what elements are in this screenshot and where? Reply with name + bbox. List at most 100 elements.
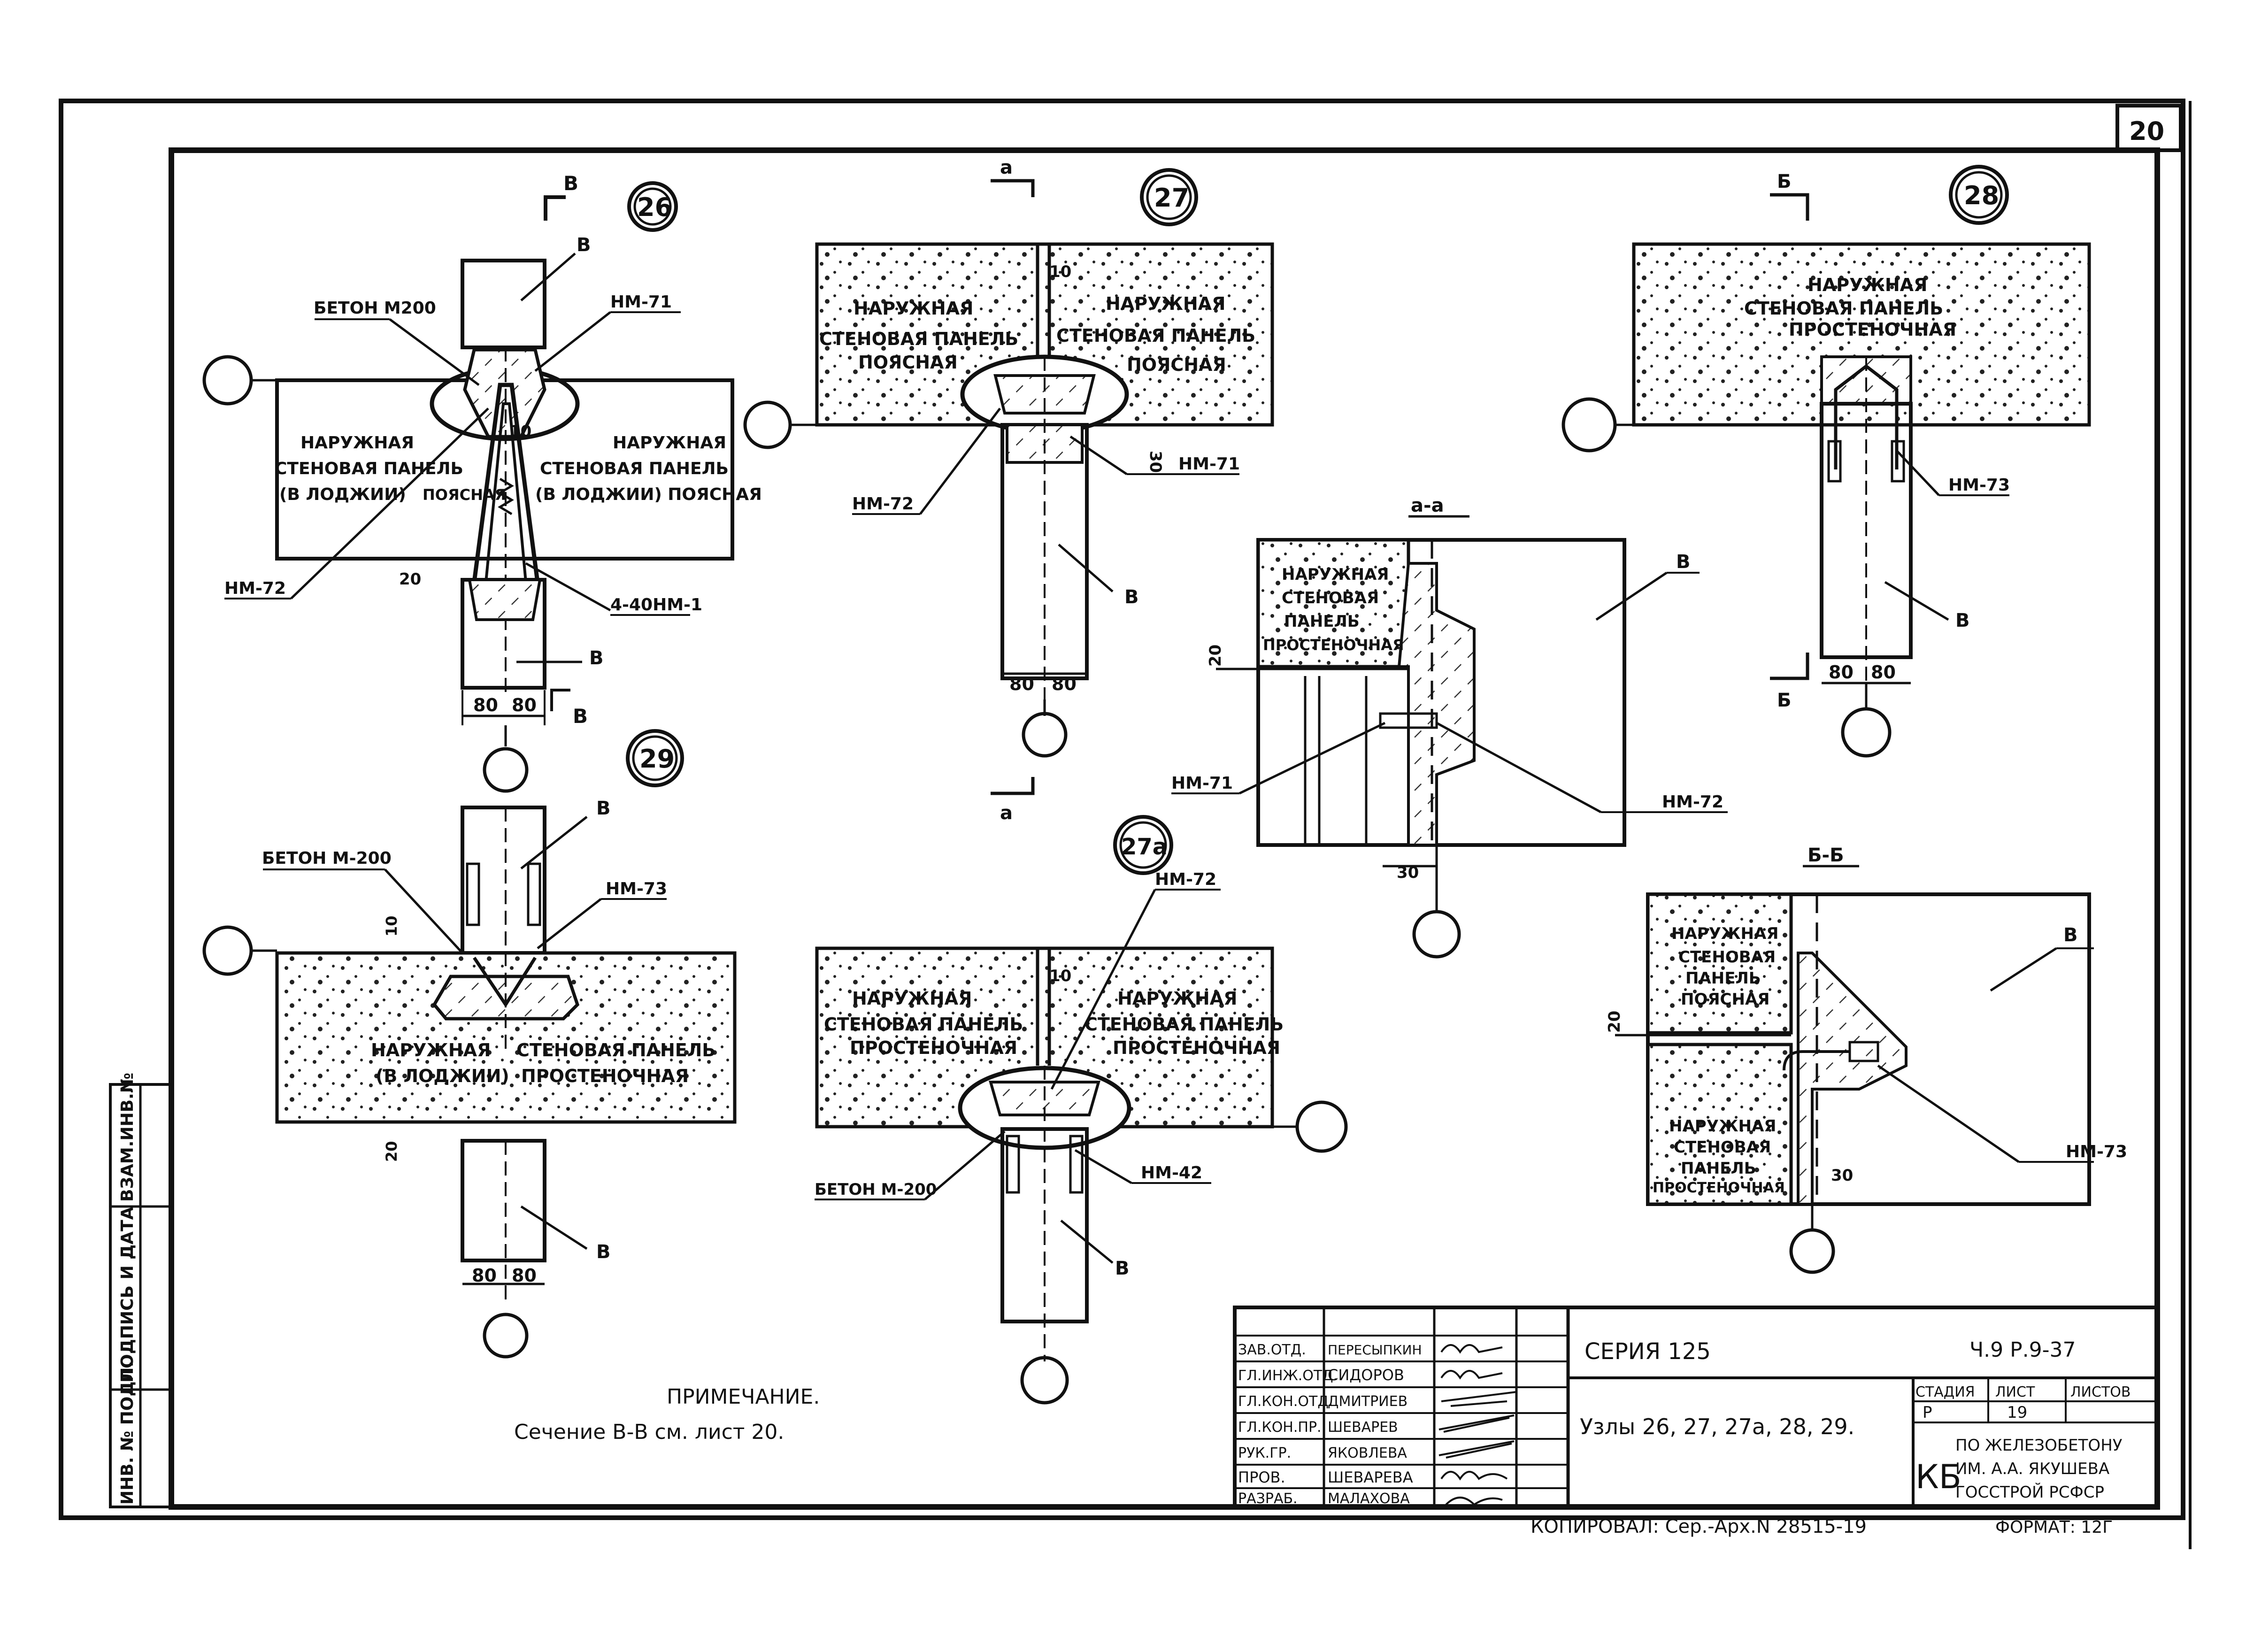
node-29-label-beton: БЕТОН М-200 bbox=[262, 849, 392, 868]
node-27-left-panel-2: СТЕНОВАЯ ПАНЕЛЬ bbox=[819, 329, 1018, 349]
node-27-section-mark-bottom: а bbox=[1000, 802, 1013, 824]
section-aa-panel-2: СТЕНОВАЯ bbox=[1282, 589, 1379, 607]
node-28-dim-80b: 80 bbox=[1871, 662, 1896, 683]
node-29-label-v1: В bbox=[596, 798, 611, 819]
role-5: РУК.ГР. bbox=[1238, 1445, 1291, 1461]
part: Ч.9 Р.9-37 bbox=[1969, 1338, 2076, 1362]
series: СЕРИЯ 125 bbox=[1585, 1338, 1711, 1365]
section-bb-title: Б-Б bbox=[1808, 845, 1844, 866]
node-29-label-nm73: НМ-73 bbox=[606, 879, 667, 899]
node-29-panel-2: СТЕНОВАЯ ПАНЕЛЬ bbox=[516, 1040, 715, 1060]
node-26-label-v1: В bbox=[577, 234, 591, 256]
side-stamp-inv: ИНВ. № ПОДЛ. bbox=[118, 1361, 137, 1505]
node-27-dim-80b: 80 bbox=[1052, 674, 1077, 694]
node-26-id: 26 bbox=[637, 192, 672, 222]
node-28-panel-1: НАРУЖНАЯ bbox=[1808, 275, 1927, 295]
node-26-label-v2: В bbox=[589, 647, 604, 669]
section-aa-title: а-а bbox=[1411, 495, 1444, 516]
node-27-right-panel-1: НАРУЖНАЯ bbox=[1106, 293, 1225, 314]
section-bb-panel-top-4: ПОЯСНАЯ bbox=[1681, 990, 1769, 1009]
node-26-right-panel-2: СТЕНОВАЯ ПАНЕЛЬ bbox=[540, 459, 729, 478]
side-stamp-replace: ВЗАМ.ИНВ.№ bbox=[118, 1073, 137, 1202]
node-27-right-panel-2: СТЕНОВАЯ ПАНЕЛЬ bbox=[1056, 325, 1255, 346]
node-26-section-mark-bottom: В bbox=[573, 705, 588, 728]
node-26-right-panel-3: (В ЛОДЖИИ) ПОЯСНАЯ bbox=[535, 485, 762, 504]
content: Узлы 26, 27, 27а, 28, 29. bbox=[1580, 1414, 1854, 1439]
role-6: ПРОВ. bbox=[1238, 1468, 1285, 1486]
node-26-dim-80b: 80 bbox=[512, 695, 537, 715]
node-29-panel-3: (В ЛОДЖИИ) bbox=[376, 1066, 509, 1086]
role-2: ГЛ.ИНЖ.ОТД. bbox=[1238, 1368, 1338, 1384]
section-bb-panel-top-1: НАРУЖНАЯ bbox=[1671, 924, 1778, 943]
node-27-label-nm71: НМ-71 bbox=[1178, 454, 1240, 474]
node-26-dim-20: 20 bbox=[399, 570, 421, 589]
node-26-right-panel-1: НАРУЖНАЯ bbox=[613, 433, 726, 453]
side-stamp-sign: ПОДПИСЬ И ДАТА bbox=[118, 1206, 137, 1383]
name-1: ПЕРЕСЫПКИН bbox=[1328, 1342, 1422, 1358]
role-3: ГЛ.КОН.ОТД. bbox=[1238, 1393, 1333, 1410]
section-bb-panel-top-2: СТЕНОВАЯ bbox=[1678, 948, 1776, 967]
node-28-dim-80a: 80 bbox=[1829, 662, 1854, 683]
node-27a-axis-right bbox=[1295, 1100, 1348, 1153]
section-bb-label-v: В bbox=[2063, 924, 2078, 946]
org-line-3: ГОССТРОЙ РСФСР bbox=[1955, 1483, 2104, 1502]
inner-frame bbox=[169, 147, 2160, 1510]
node-26-marker bbox=[627, 181, 678, 232]
node-27-marker bbox=[1140, 168, 1198, 226]
section-aa-panel-3: ПАНЕЛЬ bbox=[1284, 612, 1360, 631]
signatures bbox=[1438, 1344, 1517, 1506]
copied-stamp: КОПИРОВАЛ: Сер.-Арх.N 28515-19 bbox=[1531, 1516, 1867, 1537]
node-26: 26 В 80 80 10 20 В В В bbox=[202, 172, 762, 793]
role-1: ЗАВ.ОТД. bbox=[1238, 1342, 1306, 1358]
section-aa-label-nm71: НМ-71 bbox=[1171, 774, 1233, 793]
name-7: МАЛАХОВА bbox=[1328, 1491, 1410, 1507]
node-27-label-nm72: НМ-72 bbox=[852, 494, 914, 514]
node-28-axis-bubble bbox=[1841, 707, 1892, 758]
node-27a-label-beton: БЕТОН М-200 bbox=[815, 1180, 937, 1199]
node-27-label-v: В bbox=[1124, 586, 1139, 608]
note-text: Сечение В-В см. лист 20. bbox=[514, 1420, 784, 1444]
node-26-label-beton: БЕТОН М200 bbox=[314, 299, 436, 318]
node-26-label-nm1: 4-40НМ-1 bbox=[610, 595, 702, 615]
node-27-left-panel-1: НАРУЖНАЯ bbox=[854, 298, 973, 319]
section-bb-panel-bottom-1: НАРУЖНАЯ bbox=[1669, 1117, 1776, 1136]
section-aa-dim-20: 20 bbox=[1206, 645, 1225, 667]
node-27a-right-panel-1: НАРУЖНАЯ bbox=[1117, 988, 1237, 1009]
node-26-dim-80a: 80 bbox=[473, 695, 498, 715]
node-26-section-mark-top: В bbox=[563, 172, 578, 195]
node-27a-right-panel-2: СТЕНОВАЯ ПАНЕЛЬ bbox=[1085, 1014, 1284, 1035]
org-line-2: ИМ. А.А. ЯКУШЕВА bbox=[1955, 1460, 2109, 1478]
node-29-marker bbox=[626, 729, 684, 787]
node-28-axis-left bbox=[1561, 397, 1617, 453]
name-3: ДМИТРИЕВ bbox=[1328, 1393, 1408, 1410]
node-27-axis-bubble bbox=[1022, 712, 1068, 758]
node-28-id: 28 bbox=[1964, 181, 1999, 210]
side-stamp: ИНВ. № ПОДЛ. ПОДПИСЬ И ДАТА ВЗАМ.ИНВ.№ bbox=[109, 1073, 172, 1508]
node-29-axis-left bbox=[202, 925, 253, 976]
section-bb: Б-Б 20 30 В НМ-73 НАРУЖНАЯ СТЕНОВАЯ ПАНЕ… bbox=[1605, 845, 2127, 1274]
node-28-marker bbox=[1949, 165, 2009, 225]
section-aa-axis-bubble bbox=[1412, 910, 1461, 959]
node-29-panel-1: НАРУЖНАЯ bbox=[371, 1040, 491, 1060]
node-27a-label-nm42: НМ-42 bbox=[1141, 1163, 1202, 1183]
node-26-label-nm71: НМ-71 bbox=[610, 292, 672, 312]
section-bb-label-nm73: НМ-73 bbox=[2066, 1142, 2127, 1161]
role-4: ГЛ.КОН.ПР. bbox=[1238, 1419, 1322, 1436]
node-26-left-panel-2: СТЕНОВАЯ ПАНЕЛЬ bbox=[275, 459, 463, 478]
node-29-axis-bubble bbox=[483, 1313, 529, 1359]
node-27a-left-panel-3: ПРОСТЕНОЧНАЯ bbox=[850, 1037, 1017, 1058]
node-26-axis-left bbox=[202, 355, 253, 406]
node-28-section-mark-bottom: Б bbox=[1777, 690, 1792, 711]
node-26-left-panel-1: НАРУЖНАЯ bbox=[300, 433, 414, 453]
node-27-axis-left bbox=[743, 400, 792, 449]
node-27-dim-30: 30 bbox=[1146, 451, 1165, 473]
node-27a-right-panel-3: ПРОСТЕНОЧНАЯ bbox=[1113, 1037, 1280, 1058]
node-29-dim-80b: 80 bbox=[512, 1265, 537, 1286]
section-bb-panel-bottom-3: ПАНЕЛЬ bbox=[1681, 1159, 1756, 1178]
section-aa-panel-4: ПРОСТЕНОЧНАЯ bbox=[1263, 636, 1404, 654]
outer-frame bbox=[59, 99, 2185, 1520]
node-27a-marker bbox=[1113, 815, 1173, 875]
section-aa-panel-1: НАРУЖНАЯ bbox=[1282, 565, 1389, 584]
sheet-number-box bbox=[2115, 104, 2183, 152]
